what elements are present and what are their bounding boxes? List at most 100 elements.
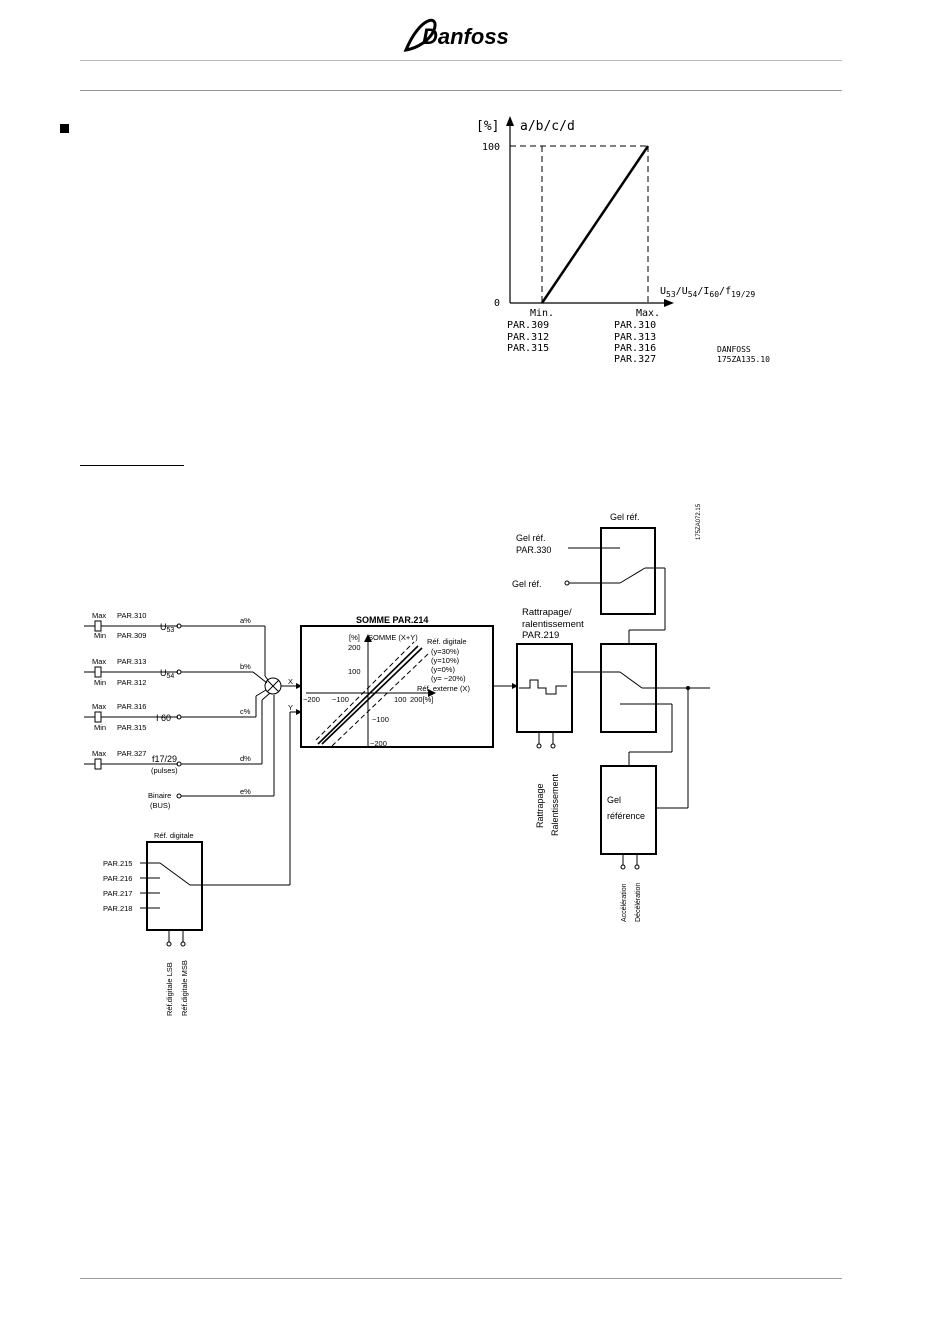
gel-ref-input-terminal [564, 580, 570, 586]
section-heading-underline [80, 465, 184, 466]
input-2-min: Min [94, 678, 106, 687]
digital-par-217: PAR.217 [103, 889, 132, 898]
input-u54-pot [94, 666, 102, 678]
input-1-name-sub: 53 [167, 627, 175, 634]
input-1-par-min: PAR.309 [117, 631, 146, 640]
binary-label-2: (BUS) [150, 801, 171, 810]
somme-line-30 [315, 641, 415, 741]
scaling-chart: [%] a/b/c/d 100 0 U53/U54/I60/f19/29 Min… [476, 116, 770, 365]
min-par-315: PAR.315 [507, 343, 549, 354]
somme-digital-title: Réf. digitale [427, 637, 467, 646]
x-signal-label: X [288, 677, 293, 686]
input-4-name: f17/29 [152, 754, 177, 764]
gel-ref-par-label-1: Gel réf. [516, 533, 546, 543]
digital-ref-title: Réf. digitale [154, 831, 194, 840]
input-1-name-main: U [160, 622, 167, 632]
somme-case-minus20: (y= −20%) [431, 674, 466, 683]
diagram-ref-code: 175ZA072.15 [696, 503, 702, 540]
input-3-par-min: PAR.315 [117, 723, 146, 732]
gel-ref-par-label-2: PAR.330 [516, 545, 551, 555]
max-par-310: PAR.310 [614, 320, 656, 331]
somme-ytick-minus200: −200 [370, 739, 387, 748]
y-signal-label: Y [288, 703, 293, 712]
y-axis-label: a/b/c/d [520, 119, 575, 134]
input-2-name: U54 [160, 668, 174, 680]
credit-danfoss: DANFOSS [717, 345, 751, 354]
slowdown-terminal [550, 743, 556, 749]
gel-reference-label-2: référence [607, 811, 645, 821]
deceleration-terminal [634, 864, 640, 870]
somme-case-30: (y=30%) [431, 647, 460, 656]
max-label: Max. [636, 308, 660, 319]
somme-ytick-minus100: −100 [372, 715, 389, 724]
input-4-max: Max [92, 749, 106, 758]
input-1-weight: a% [240, 616, 251, 625]
x-label-u: U [660, 286, 666, 297]
input-4-sub: (pulses) [151, 766, 178, 775]
somme-title: SOMME PAR.214 [356, 615, 428, 625]
gel-ref-top-title: Gel réf. [610, 512, 640, 522]
somme-xtick-200: 200[%] [410, 695, 433, 704]
input-1-par-max: PAR.310 [117, 611, 146, 620]
digital-msb-label: Réf.digitale MSB [180, 960, 189, 1016]
input-2-max: Max [92, 657, 106, 666]
x-label-sep-3: /f [719, 286, 731, 297]
max-par-316: PAR.316 [614, 343, 656, 354]
somme-line-0 [321, 647, 423, 745]
input-3-name: I 60 [156, 713, 171, 723]
input-4-weight: d% [240, 754, 251, 763]
input-4-par-max: PAR.327 [117, 749, 146, 758]
danfoss-logo-graphic: Danfoss [403, 19, 509, 52]
somme-ytick-100: 100 [348, 667, 361, 676]
x-label-sep-1: /U [676, 286, 688, 297]
max-par-327: PAR.327 [614, 354, 656, 365]
input-u53-pot [94, 620, 102, 632]
input-2-weight: b% [240, 662, 251, 671]
danfoss-logo: Danfoss [400, 10, 522, 56]
x-axis-arrow [664, 299, 674, 307]
digital-lsb-terminal [166, 941, 172, 947]
somme-axis-title: SOMME (X+Y) [368, 633, 418, 642]
min-par-309: PAR.309 [507, 320, 549, 331]
input-bus-terminal [176, 793, 182, 799]
y-axis-arrow [506, 116, 514, 126]
x-label-sub-60: 60 [709, 290, 719, 299]
digital-msb-terminal [180, 941, 186, 947]
y-unit: [%] [476, 119, 499, 134]
somme-ext-label: Réf. externe (X) [417, 684, 470, 693]
input-3-weight: c% [240, 707, 251, 716]
max-par-313: PAR.313 [614, 332, 656, 343]
reference-block-diagram: 175ZA072.15 Max PAR.310 Min PAR.309 U53 … [84, 503, 710, 1016]
y-tick-0: 0 [494, 298, 500, 309]
min-label: Min. [530, 308, 554, 319]
x-label-sub-54: 54 [688, 290, 698, 299]
input-i60-pot [94, 711, 102, 723]
input-2-par-max: PAR.313 [117, 657, 146, 666]
slowdown-input-label: Ralentissement [550, 773, 560, 836]
catchup-waveform [519, 679, 567, 695]
catchup-title-1: Rattrapage/ [522, 607, 572, 618]
y-tick-100: 100 [482, 142, 500, 153]
input-2-par-min: PAR.312 [117, 678, 146, 687]
gel-ref-input-label: Gel réf. [512, 579, 542, 589]
somme-xtick-100: 100 [394, 695, 407, 704]
input-3-min: Min [94, 723, 106, 732]
input-3-max: Max [92, 702, 106, 711]
x-label-sub-19-29: 19/29 [731, 290, 755, 299]
catchup-input-label: Rattrapage [535, 783, 545, 828]
catchup-par: PAR.219 [522, 630, 559, 641]
somme-case-0: (y=0%) [431, 665, 455, 674]
x-axis-label: U53/U54/I60/f19/29 [660, 286, 755, 299]
x-label-sep-2: /I [697, 286, 709, 297]
catchup-title-2: ralentissement [522, 619, 584, 630]
somme-case-10: (y=10%) [431, 656, 460, 665]
scaling-line [540, 145, 650, 304]
digital-par-216: PAR.216 [103, 874, 132, 883]
input-pulse-pot [94, 758, 102, 770]
header-rule-top [80, 60, 842, 61]
gel-reference-box [600, 765, 657, 855]
input-1-min: Min [94, 631, 106, 640]
input-2-name-sub: 54 [167, 673, 175, 680]
digital-par-218: PAR.218 [103, 904, 132, 913]
input-1-max: Max [92, 611, 106, 620]
